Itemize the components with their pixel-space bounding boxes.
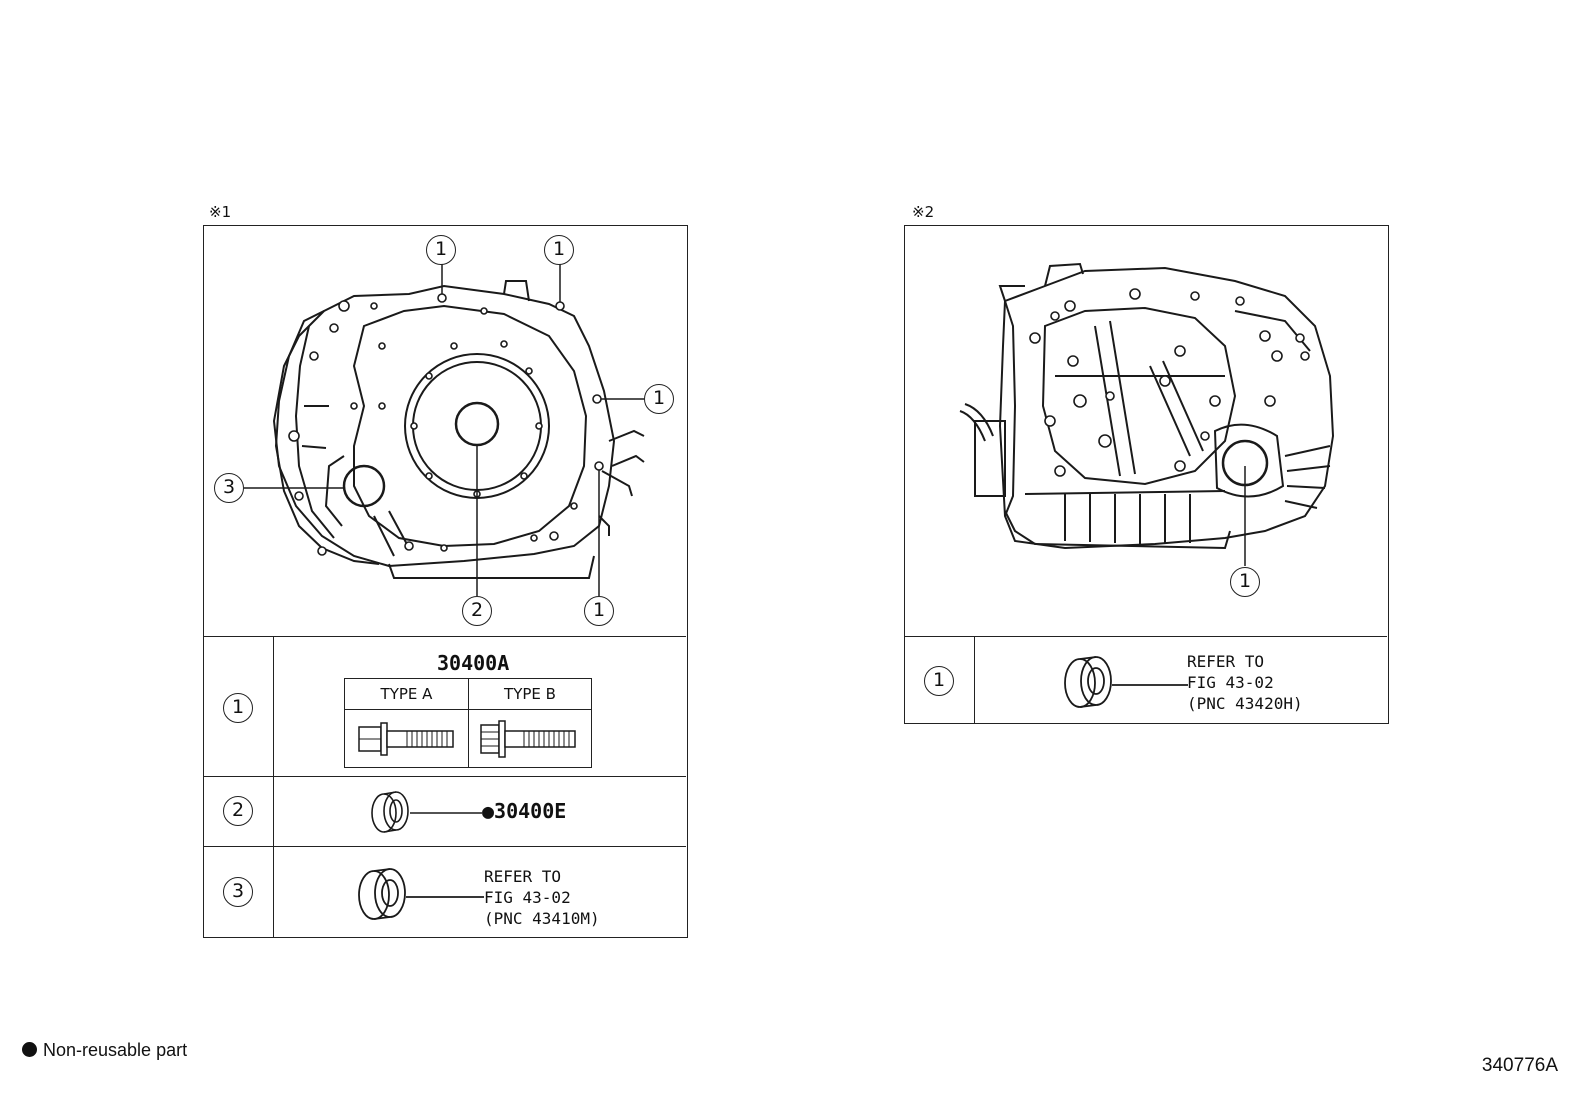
callout-1-output-seal: 1 [1230, 567, 1260, 597]
refer-line-1: REFER TO [484, 867, 562, 886]
legend-text: Non-reusable part [43, 1040, 188, 1060]
callout-1-top-left: 1 [426, 235, 456, 265]
transmission-front-illustration [244, 264, 645, 596]
table-row: 3 REFER TO FIG 43-02 (PNC 43410M) [204, 847, 686, 938]
row-index-cell: 1 [905, 637, 975, 724]
row-index-cell: 3 [204, 847, 274, 938]
table-row: 1 30400A TYPE A [204, 637, 686, 777]
washer-bolt-icon [480, 720, 576, 758]
oil-seal-icon [358, 868, 484, 920]
filled-dot-icon [22, 1042, 37, 1057]
legend: Non-reusable part [22, 1040, 187, 1061]
callout-1-bottom-right: 1 [584, 596, 614, 626]
type-b-label: TYPE B [469, 679, 591, 710]
refer-line-2: FIG 43-02 [484, 888, 571, 907]
part-code-30400E: ●30400E [482, 799, 567, 823]
row-index-cell: 2 [204, 777, 274, 846]
oil-seal-icon [371, 791, 482, 833]
left-panel: 1 1 1 1 2 3 1 30400A TYPE A [203, 225, 688, 938]
figure-id: 340776A [1481, 1055, 1558, 1076]
callout-1-right: 1 [644, 384, 674, 414]
table-row: 1 REFER TO FIG 43-02 (PNC 43420H) [905, 637, 1387, 724]
left-parts-table: 1 30400A TYPE A [204, 636, 686, 938]
refer-line-1: REFER TO [1187, 652, 1265, 671]
row-index-number: 1 [924, 666, 954, 696]
right-parts-table: 1 REFER TO FIG 43-02 (PNC 43420H) [905, 636, 1387, 724]
flange-bolt-icon [358, 722, 454, 756]
transmission-side-illustration [959, 262, 1335, 566]
right-panel: 1 1 REFER TO FIG 43-02 (PNC 43420H) [904, 225, 1389, 724]
row-index-number: 1 [223, 693, 253, 723]
panel-mark-right: ※2 [912, 203, 935, 221]
refer-line-3: (PNC 43410M) [484, 909, 600, 928]
refer-line-2: FIG 43-02 [1187, 673, 1274, 692]
bolt-type-table: TYPE A [344, 678, 592, 768]
type-b-cell: TYPE B [469, 679, 591, 767]
panel-mark-left: ※1 [209, 203, 232, 221]
row-index-number: 3 [223, 877, 253, 907]
type-a-cell: TYPE A [345, 679, 469, 767]
table-row: 2 ●30400E [204, 777, 686, 847]
row-index-cell: 1 [204, 637, 274, 776]
part-code-30400A: 30400A [437, 651, 510, 675]
callout-1-top-right: 1 [544, 235, 574, 265]
refer-line-3: (PNC 43420H) [1187, 694, 1303, 713]
callout-2-bottom: 2 [462, 596, 492, 626]
type-a-label: TYPE A [345, 679, 468, 710]
row-index-number: 2 [223, 796, 253, 826]
oil-seal-icon [1064, 656, 1188, 708]
callout-3-left: 3 [214, 473, 244, 503]
